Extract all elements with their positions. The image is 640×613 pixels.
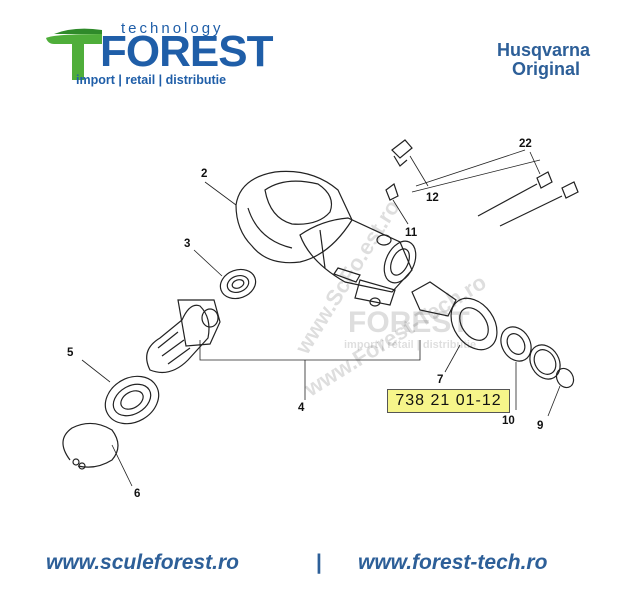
callout-4: 4 xyxy=(298,402,305,414)
gear-housing xyxy=(235,170,417,307)
circlip-6 xyxy=(62,422,119,470)
callout-2: 2 xyxy=(201,168,208,180)
brand-name: Husqvarna xyxy=(496,40,590,60)
callout-22: 22 xyxy=(519,138,532,150)
logo-forest-text: FOREST xyxy=(100,27,273,76)
bearing-3 xyxy=(219,268,257,300)
watermark-tagline: import | retail | distributie xyxy=(344,339,477,351)
washer-9 xyxy=(529,344,575,389)
forest-logo: technology FOREST import | retail | dist… xyxy=(44,20,273,90)
bearing-10 xyxy=(500,326,532,362)
screws-22 xyxy=(477,171,579,227)
footer-link-sculeforest[interactable]: www.sculeforest.ro xyxy=(46,551,239,574)
callout-9: 9 xyxy=(537,420,544,432)
bevel-gear-shaft xyxy=(146,299,221,373)
footer-separator: | xyxy=(316,551,322,574)
bolt-12 xyxy=(391,139,413,167)
leader-lines xyxy=(81,149,561,487)
brand-subtitle: Original xyxy=(511,59,580,79)
spindle-7 xyxy=(411,281,498,351)
bearing-5 xyxy=(104,375,160,425)
logo-t-icon xyxy=(46,28,102,80)
callout-6: 6 xyxy=(134,488,141,500)
footer-link-forest-tech[interactable]: www.forest-tech.ro xyxy=(358,551,548,574)
logo-tagline: import | retail | distributie xyxy=(76,73,227,87)
logo-technology-text: technology xyxy=(121,20,224,37)
callout-3: 3 xyxy=(184,238,191,250)
plug-11 xyxy=(385,183,399,201)
callout-12: 12 xyxy=(426,192,439,204)
watermark-logo: FOREST xyxy=(348,306,470,339)
callout-10: 10 xyxy=(502,415,515,427)
part-number-label: 738 21 01-12 xyxy=(387,389,510,413)
callout-5: 5 xyxy=(67,347,74,359)
callout-7: 7 xyxy=(437,374,444,386)
callout-11: 11 xyxy=(405,227,418,239)
